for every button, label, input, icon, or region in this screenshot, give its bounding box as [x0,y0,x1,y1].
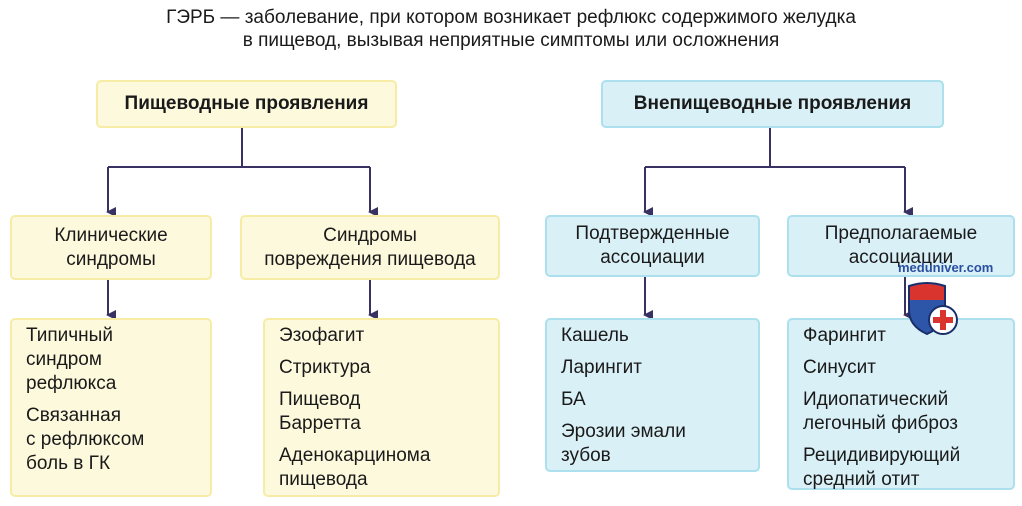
shield-logo-icon [908,282,958,336]
list-item: Кашель [561,324,758,348]
label: Синдромы [323,224,417,246]
list-item-line: Аденокарцинома [279,445,431,466]
extraesophageal-header: Внепищеводные проявления [601,80,944,128]
title-line-1: ГЭРБ — заболевание, при котором возникае… [166,7,856,28]
title-line-2: в пищевод, вызывая неприятные симптомы и… [242,30,780,51]
list-item-line: Кашель [561,325,629,346]
list-item-line: Эрозии эмали [561,421,686,442]
list-item: Стриктура [279,356,498,380]
list-item-line: Типичный [26,325,113,346]
list-item-line: Фарингит [803,325,886,346]
list-item-line: зубов [561,445,611,466]
list-item-line: Пищевод [279,389,361,410]
list-item-line: Синусит [803,357,876,378]
list-item-line: Эзофагит [279,325,365,346]
list-item-line: Идиопатический [803,389,949,410]
label: Клинические [54,224,168,246]
suspected-associations-box: Предполагаемые ассоциации [787,215,1015,277]
list-item-line: Барретта [279,413,361,434]
watermark-text: meduniver.com [898,260,994,275]
list-item-line: Ларингит [561,357,642,378]
label: ассоциации [848,247,954,268]
list-item: Фарингит [803,324,1013,348]
list-item: Эрозии эмали зубов [561,420,758,468]
list-item-line: с рефлюксом [26,429,145,450]
label: Предполагаемые [824,223,978,244]
list-item-line: БА [561,389,586,410]
label: синдромы [66,248,156,270]
list-item-line: средний отит [803,469,920,490]
list-item: Связанная с рефлюксом боль в ГК [26,404,210,476]
list-item-line: рефлюкса [26,373,117,394]
list-item-line: Стриктура [279,357,371,378]
confirmed-associations-box: Подтвержденные ассоциации [545,215,760,277]
list-item: Эзофагит [279,324,498,348]
list-item-line: синдром [26,349,102,370]
list-item: Синусит [803,356,1013,380]
label: ассоциации [600,247,705,268]
list-item: Типичный синдром рефлюкса [26,324,210,396]
list-item-line: боль в ГК [26,453,111,474]
list-item-line: Связанная [26,405,122,426]
label: повреждения пищевода [264,248,476,270]
label: Подтвержденные [575,223,730,244]
esophageal-header: Пищеводные проявления [96,80,397,128]
list-item-line: легочный фиброз [803,413,959,434]
list-item: Рецидивирующий средний отит [803,444,1013,492]
list-item: Идиопатический легочный фиброз [803,388,1013,436]
list-item-line: Рецидивирующий [803,445,961,466]
list-item-line: пищевода [279,469,368,490]
list-item: Аденокарцинома пищевода [279,444,498,492]
list-item: БА [561,388,758,412]
list-item: Ларингит [561,356,758,380]
